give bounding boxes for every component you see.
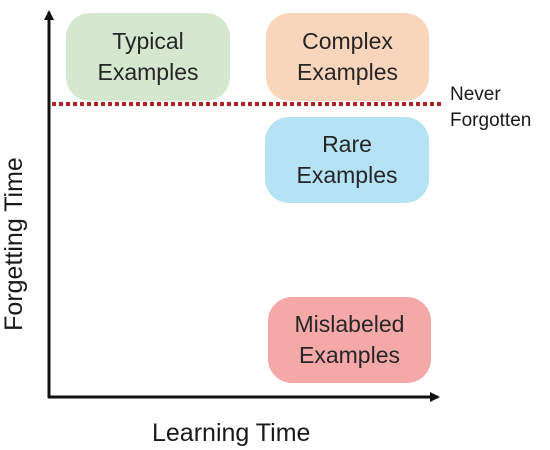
x-axis-label: Learning Time: [152, 419, 311, 447]
typical-examples-line2: Examples: [97, 59, 199, 85]
y-axis-label: Forgetting Time: [0, 157, 28, 331]
typical-examples-line1: Typical: [112, 28, 184, 54]
rare-examples-line1: Rare: [322, 131, 372, 157]
never-forgotten-label: Never Forgotten: [450, 82, 531, 134]
complex-examples-box: Complex Examples: [266, 13, 429, 101]
complex-examples-line2: Examples: [297, 59, 398, 85]
mislabeled-examples-line1: Mislabeled: [294, 311, 405, 337]
never-forgotten-line2: Forgotten: [450, 110, 532, 131]
mislabeled-examples-line2: Examples: [299, 342, 400, 368]
rare-examples-box: Rare Examples: [265, 117, 429, 203]
complex-examples-line1: Complex: [302, 28, 393, 54]
mislabeled-examples-box: Mislabeled Examples: [268, 297, 431, 383]
typical-examples-box: Typical Examples: [66, 13, 230, 101]
rare-examples-line2: Examples: [296, 162, 398, 188]
never-forgotten-line1: Never: [450, 84, 501, 105]
